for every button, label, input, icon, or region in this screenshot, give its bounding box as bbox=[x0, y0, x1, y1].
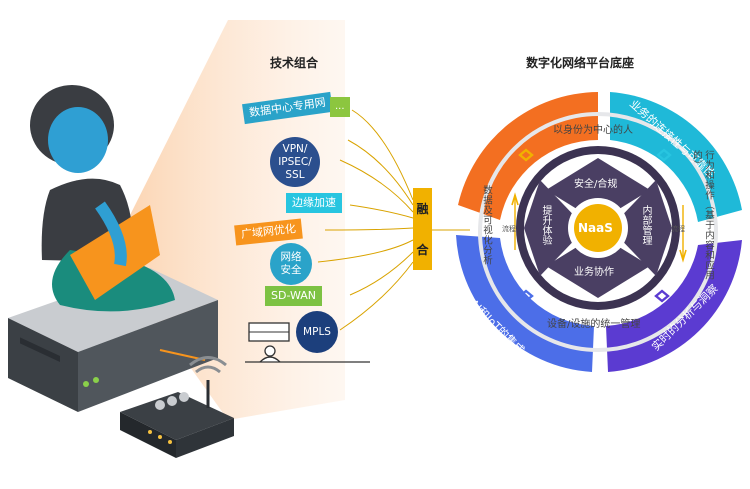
tag-more: ... bbox=[330, 97, 350, 117]
person-icon bbox=[30, 85, 175, 312]
connector-lines bbox=[317, 109, 470, 331]
tag-sdwan: SD-WAN bbox=[265, 286, 323, 306]
behavior-label: 行为和操作（基于内容和应用的） bbox=[691, 150, 714, 280]
circle-mpls: MPLS bbox=[296, 311, 338, 353]
fusion-char-1: 融 bbox=[416, 202, 429, 216]
inner-experience: 提升体验 bbox=[540, 205, 551, 245]
inner-collaboration: 业务协作 bbox=[574, 267, 614, 278]
tech-combo-title: 技术组合 bbox=[270, 56, 319, 70]
flow-label-right: 流程 bbox=[671, 225, 685, 233]
platform-title: 数字化网络平台底座 bbox=[526, 56, 635, 70]
outer-ring bbox=[456, 92, 742, 372]
flow-label-left: 流程 bbox=[502, 225, 516, 233]
fusion-char-2: 合 bbox=[416, 243, 429, 257]
inner-diamond bbox=[511, 146, 687, 310]
tag-edge-acceleration: 边缘加速 bbox=[286, 193, 342, 213]
fusion-bar: 融 合 bbox=[413, 188, 432, 270]
ring-chevron-icons bbox=[518, 148, 672, 303]
router-icon bbox=[120, 356, 234, 458]
identity-label: 以身份为中心的人 bbox=[553, 125, 633, 136]
naas-center: NaaS bbox=[578, 221, 613, 235]
circle-vpn: VPN/ IPSEC/ SSL bbox=[270, 137, 320, 187]
data-visual-label: 数据及可视化分析 bbox=[481, 185, 492, 265]
circle-network-security: 网络 安全 bbox=[270, 243, 312, 285]
branch-office-icon bbox=[245, 322, 370, 363]
inner-management: 内部管理 bbox=[640, 205, 651, 245]
device-mgmt-label: 设备/设施的统一管理 bbox=[547, 319, 641, 330]
inner-security: 安全/合规 bbox=[574, 179, 618, 190]
